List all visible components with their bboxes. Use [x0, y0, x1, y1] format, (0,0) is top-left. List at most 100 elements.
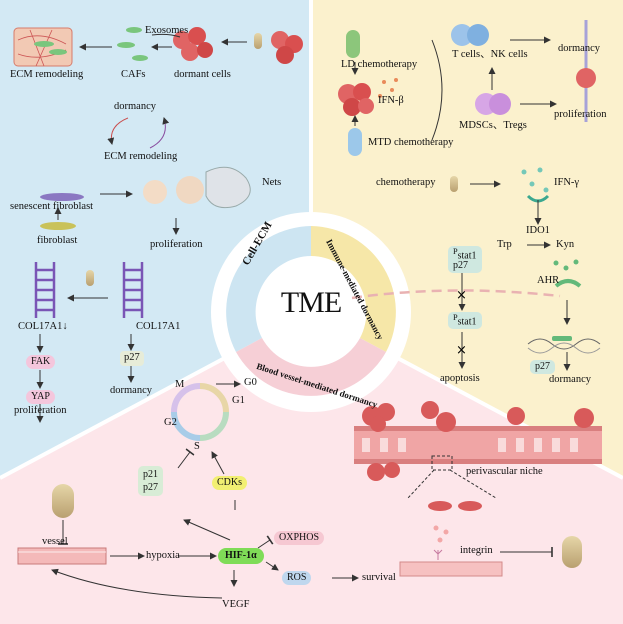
hif1a-node: HIF-1α	[218, 548, 264, 564]
label-col17a1-left: COL17A1↓	[18, 321, 68, 332]
vessel-icon	[17, 547, 107, 565]
label-col17a1-right: COL17A1	[136, 321, 181, 332]
blood-vessel-panel	[0, 312, 623, 624]
label-ecm-remodeling-top: ECM remodeling	[10, 69, 84, 80]
ifn-gamma-dots	[521, 167, 549, 193]
label-dormancy-cycle: dormancy	[114, 101, 156, 112]
label-proliferation-tr: proliferation	[554, 109, 607, 120]
ecm-remodeling-icon	[13, 27, 73, 67]
label-phase-g0: G0	[244, 377, 257, 388]
tumor-cell-icon	[576, 68, 596, 88]
dna-icon	[527, 338, 601, 350]
tumor-cell-icon	[428, 501, 452, 511]
nk-cell-icon	[467, 24, 489, 46]
label-ld-chemotherapy: LD chemotherapy	[341, 59, 418, 70]
ring-segment-cell-ecm	[226, 226, 311, 352]
dormant-cells-icon	[173, 27, 213, 61]
tumor-cell-icon	[143, 180, 167, 204]
phospho-p-label-2: P	[453, 313, 458, 322]
label-dormancy-tr-bottom: dormancy	[549, 374, 591, 385]
col17a1-ladder-right	[122, 262, 144, 318]
kyn-dots	[553, 259, 579, 271]
p27-label-tr: p27	[453, 260, 468, 272]
label-phase-s: S	[194, 441, 200, 452]
drug-capsule-icon	[86, 270, 94, 286]
ring-segment-vessel	[236, 338, 386, 396]
label-apoptosis: apoptosis	[440, 373, 480, 384]
label-phase-g1: G1	[232, 395, 245, 406]
blood-vessel-icon	[354, 430, 602, 460]
membrane-icon	[399, 561, 503, 577]
label-ifn-beta: IFN-β	[378, 95, 404, 106]
pstat1-node: Pstat1	[448, 312, 482, 330]
label-ecm-remodeling-cycle: ECM remodeling	[104, 151, 178, 162]
label-t-nk-cells: T cells、NK cells	[452, 49, 528, 60]
label-integrin: integrin	[460, 545, 493, 556]
senescent-fibroblast-icon	[40, 193, 84, 201]
col17a1-ladder-left	[34, 262, 56, 318]
label-p27-left: p27	[120, 351, 144, 366]
label-hypoxia: hypoxia	[146, 550, 180, 561]
center-title: TME	[280, 286, 342, 319]
label-survival: survival	[362, 572, 396, 583]
mtd-chemo-capsule-icon	[348, 128, 362, 156]
drug-capsule-icon	[52, 484, 74, 518]
label-trp: Trp	[497, 239, 512, 250]
svg-text:×: ×	[456, 343, 467, 358]
p27-label-bottom: p27	[143, 482, 158, 493]
niche-highlight-box	[431, 455, 453, 471]
fak-node: FAK	[26, 355, 56, 369]
immune-panel	[311, 0, 623, 478]
stat1-label-1: stat1	[457, 250, 477, 262]
label-dormancy-left: dormancy	[110, 385, 152, 396]
ring-segment-immune	[311, 226, 396, 352]
nets-icon	[205, 166, 251, 209]
label-perivascular-niche: perivascular niche	[466, 466, 543, 477]
label-kyn: Kyn	[556, 239, 575, 250]
label-phase-m: M	[175, 379, 185, 390]
label-exosomes: Exosomes	[145, 25, 189, 36]
cell-membrane-line	[351, 289, 561, 300]
label-phase-g2: G2	[164, 417, 177, 428]
label-proliferation-nets: proliferation	[150, 239, 203, 250]
ld-chemo-capsule-icon	[346, 30, 360, 58]
p21-p27-node: p21 p27	[138, 466, 163, 496]
cell-ecm-panel	[0, 0, 311, 478]
label-dormancy-tr: dormancy	[558, 43, 600, 54]
label-vegf: VEGF	[222, 599, 250, 610]
label-vessel: vessel	[42, 536, 68, 547]
stat1-label-2: stat1	[457, 316, 477, 328]
label-ifn-gamma: IFN-γ	[554, 177, 580, 188]
caf-cell-icon	[34, 41, 54, 47]
fibroblast-icon	[40, 222, 76, 230]
cycle-arrow	[149, 117, 170, 149]
label-mdscs-tregs: MDSCs、Tregs	[459, 120, 527, 131]
cdks-node: CDKs	[212, 476, 248, 490]
yap-node: YAP	[26, 390, 55, 404]
perivascular-tumor-cells	[362, 401, 594, 481]
label-proliferation-left: proliferation	[14, 405, 67, 416]
label-cafs: CAFs	[121, 69, 146, 80]
label-ido1: IDO1	[526, 225, 550, 236]
label-senescent-fibroblast: senescent fibroblast	[10, 201, 94, 212]
integrin-receptor-icon	[433, 549, 443, 560]
label-mtd-chemotherapy: MTD chemotherapy	[368, 137, 454, 148]
p27-node-tr: p27	[530, 360, 555, 374]
label-ahr: AHR	[537, 275, 560, 286]
drug-capsule-icon	[562, 536, 582, 568]
label-fibroblast: fibroblast	[37, 235, 78, 246]
label-chemotherapy: chemotherapy	[376, 177, 436, 188]
p21-label: p21	[143, 469, 158, 480]
drug-capsule-icon	[254, 33, 262, 49]
ros-node: ROS	[282, 571, 312, 585]
caf-cell-icon	[126, 27, 142, 33]
svg-text:×: ×	[456, 288, 467, 303]
tumor-cells-icon	[338, 83, 374, 116]
treg-cell-icon	[489, 93, 511, 115]
drug-capsule-icon	[450, 176, 458, 192]
label-dormant-cells: dormant cells	[174, 69, 231, 80]
t-cell-icon	[451, 24, 473, 46]
oxphos-node: OXPHOS	[274, 531, 325, 545]
